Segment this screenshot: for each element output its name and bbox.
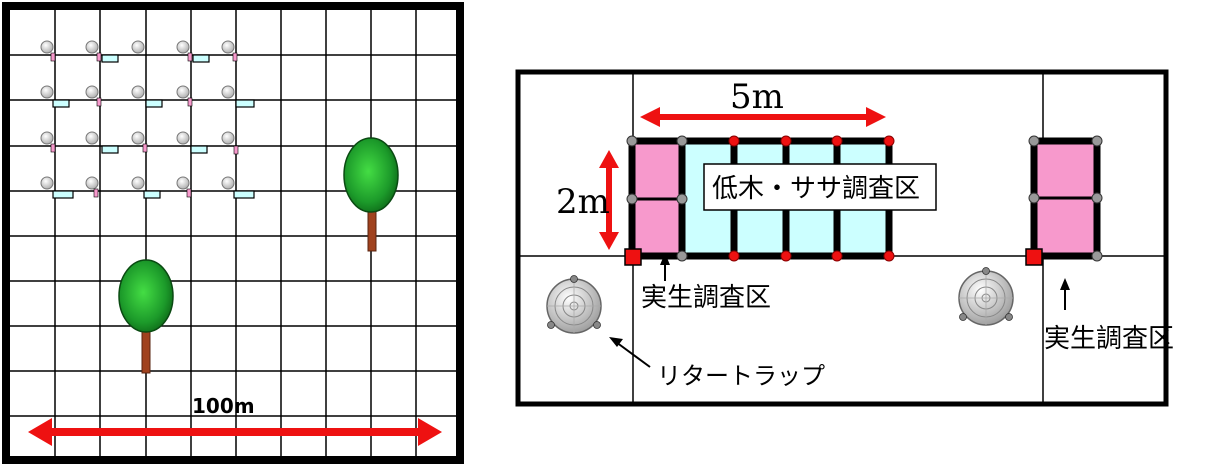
- sampling-point: [85, 40, 119, 63]
- sampling-point: [221, 131, 239, 155]
- width-label: 5m: [730, 77, 784, 117]
- sampling-point: [221, 176, 255, 199]
- grey-posts: [626, 135, 688, 262]
- sampling-point: [40, 176, 74, 199]
- left-plot-panel: 100m: [2, 2, 464, 464]
- sampling-point: [131, 131, 148, 153]
- seedling-marker: [1025, 248, 1043, 266]
- shrub-label-box: [703, 163, 937, 211]
- sampling-point: [176, 40, 210, 63]
- seedling-marker: [624, 248, 642, 266]
- sampling-point: [40, 85, 70, 108]
- trap-label: リタートラップ: [657, 362, 825, 390]
- seedling-quadrat: [632, 141, 682, 199]
- tree-right: [343, 137, 399, 252]
- scale-arrow-100m: [28, 418, 442, 446]
- sampling-point: [85, 131, 119, 154]
- shrub-plot-label: 低木・ササ調査区: [712, 174, 920, 204]
- red-posts: [728, 135, 895, 262]
- seedling-plot-label-1: 実生調査区: [641, 283, 771, 313]
- seedling-survey-plot: [1025, 135, 1103, 266]
- height-arrow-2m: [599, 150, 619, 250]
- sampling-point: [176, 85, 193, 107]
- sampling-point: [40, 131, 56, 153]
- height-label: 2m: [556, 182, 610, 222]
- tree-left: [118, 259, 174, 374]
- width-arrow-5m: [640, 107, 886, 127]
- sampling-point: [85, 85, 102, 107]
- scale-label: 100m: [192, 394, 255, 418]
- plot-frame: [2, 2, 464, 464]
- sampling-point: [131, 85, 163, 108]
- litter-trap: [958, 267, 1014, 326]
- sampling-point: [221, 40, 238, 62]
- sampling-point: [40, 40, 56, 62]
- sampling-point: [176, 176, 192, 198]
- sampling-point: [85, 176, 99, 198]
- sampling-point: [131, 176, 161, 199]
- litter-trap: [546, 275, 602, 334]
- seedling-quadrat: [632, 199, 682, 256]
- tree-crown: [118, 259, 174, 333]
- sampling-point: [221, 85, 255, 108]
- right-detail-panel: 5m 2m 低木・ササ調査区 実生調査区: [515, 69, 1174, 407]
- tree-crown: [343, 137, 399, 213]
- sampling-points: [40, 40, 255, 199]
- seedling-plot-label-2: 実生調査区: [1044, 324, 1174, 354]
- sampling-point: [176, 131, 208, 154]
- sampling-point: [131, 40, 145, 54]
